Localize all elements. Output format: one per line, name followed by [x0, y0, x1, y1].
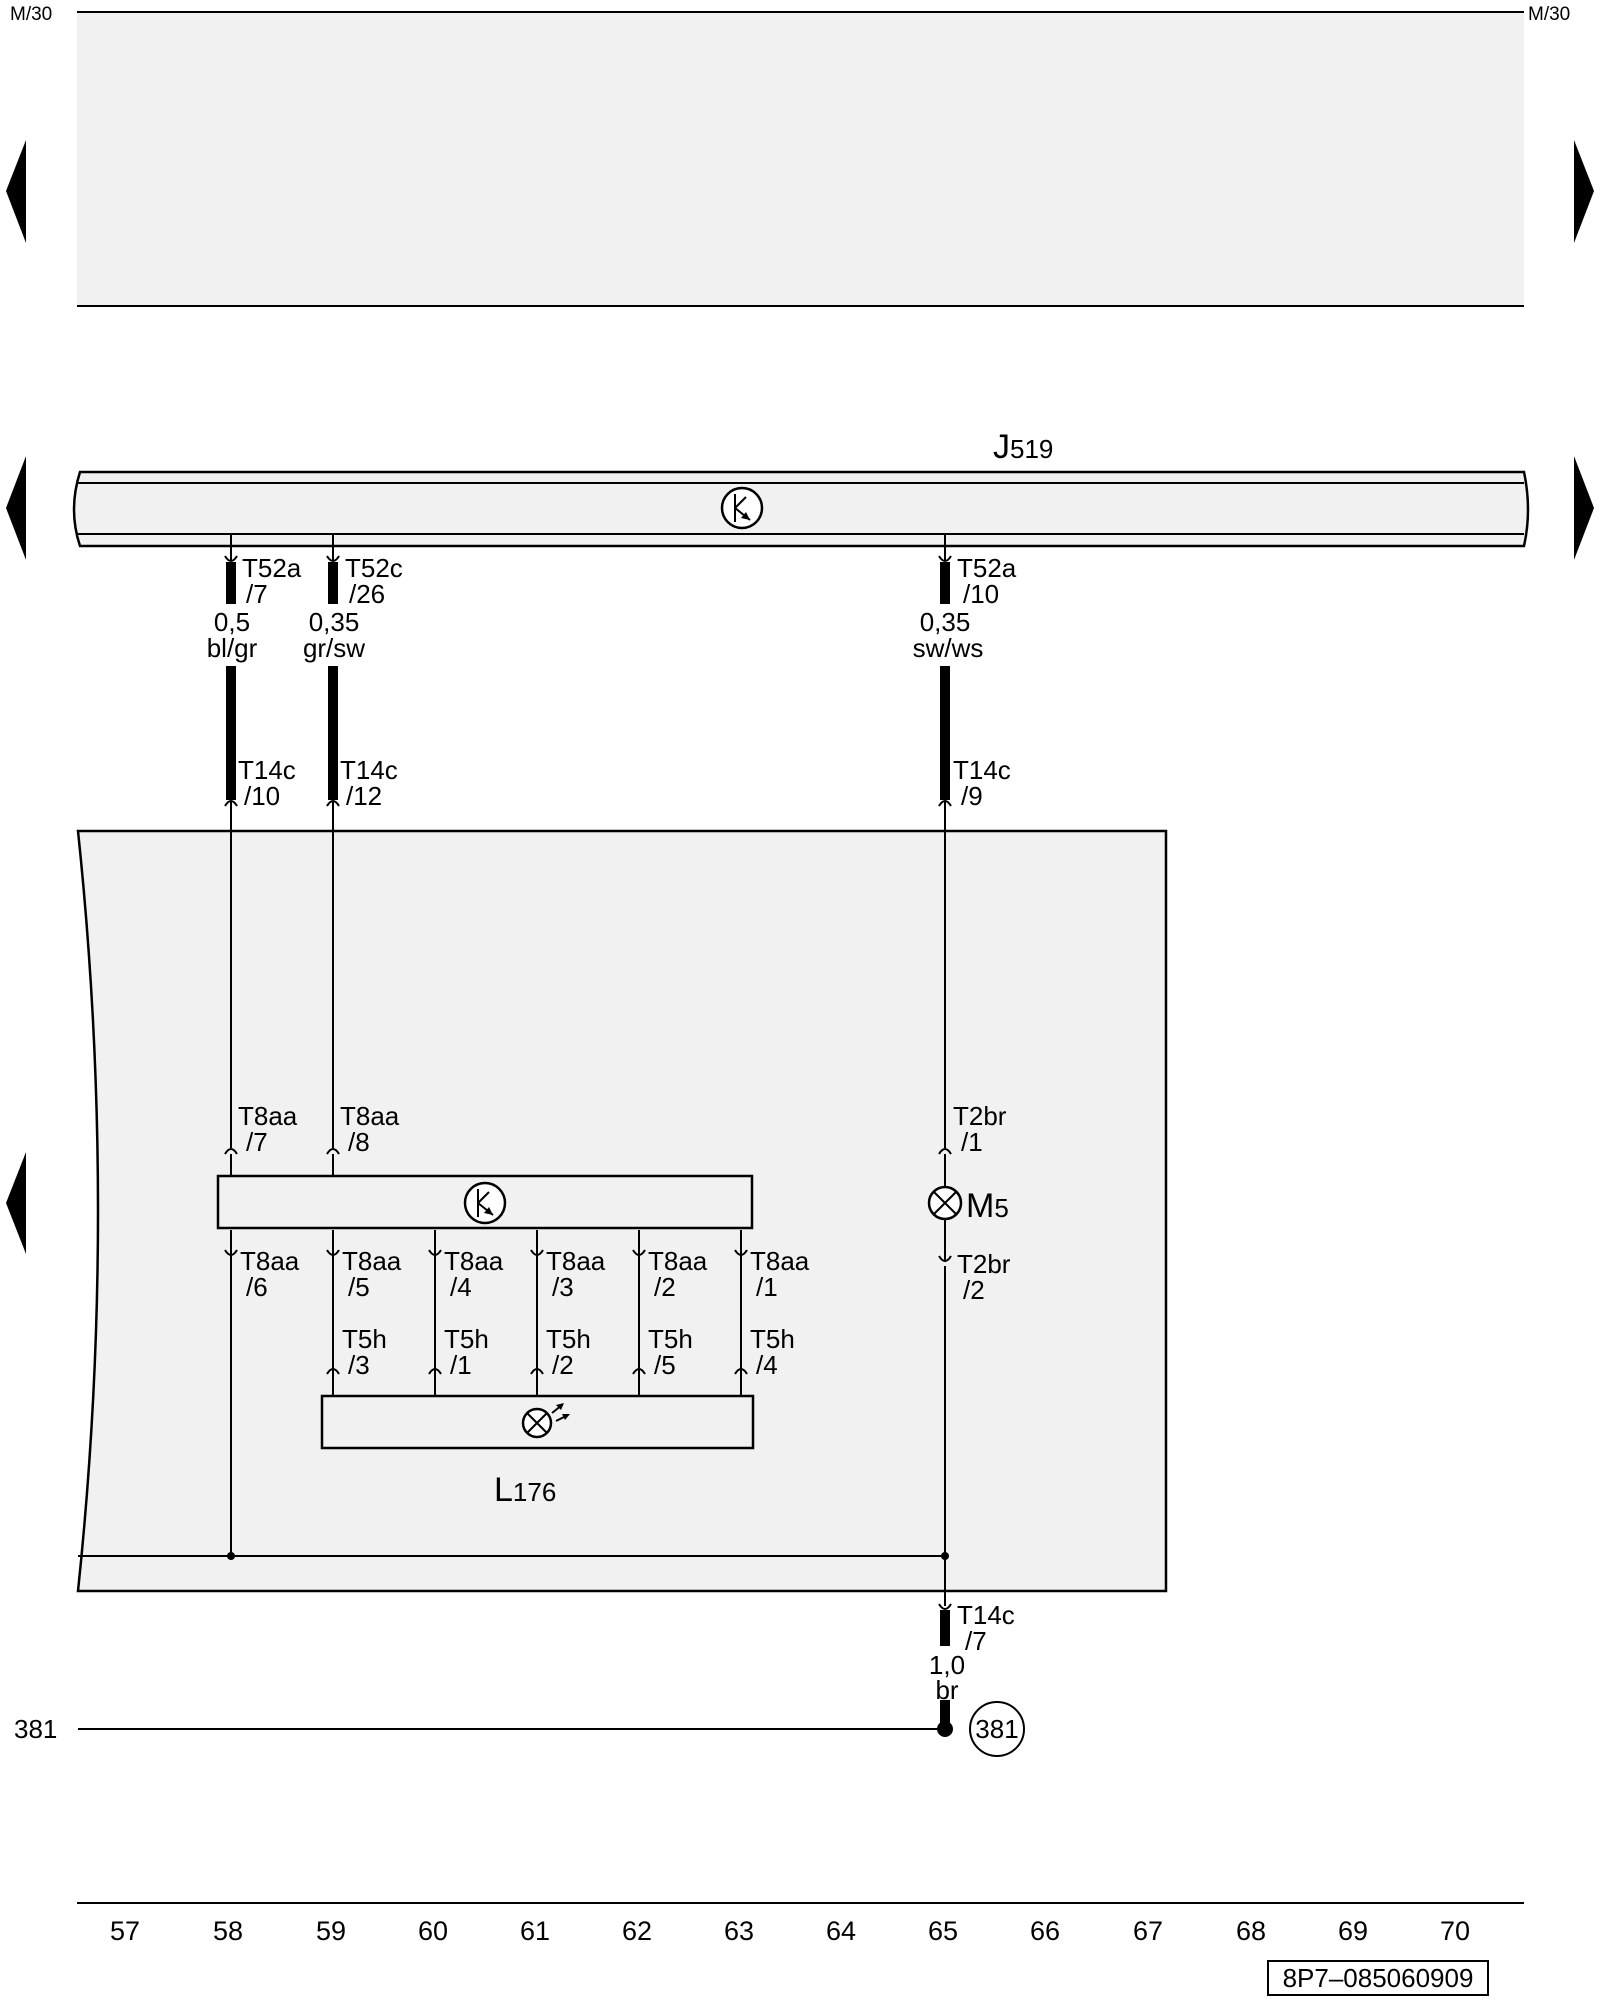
corner-label-left: M/30 — [10, 4, 52, 25]
nav-arrow-left-mid[interactable] — [6, 456, 26, 560]
module-bottom-pin-5-pin: /2 — [654, 1272, 676, 1302]
wire-58-size: 0,5 — [214, 607, 250, 637]
bulb-m5-icon — [927, 1185, 963, 1221]
wire-58-top-pin: /7 — [246, 579, 268, 609]
nav-arrow-right-mid[interactable] — [1574, 456, 1594, 560]
column-number: 65 — [928, 1916, 958, 1946]
ground-wire-size: 1,0 — [929, 1650, 965, 1680]
wire-59-bottom-pin: /12 — [346, 781, 382, 811]
lamp-pin-5-conn: T5h — [750, 1324, 795, 1354]
wire-65-color: sw/ws — [913, 633, 984, 663]
wire-65-top-conn: T52a — [957, 553, 1017, 583]
wire-58-bottom-pin: /10 — [244, 781, 280, 811]
electronic-symbol-icon — [463, 1181, 507, 1225]
lamp-pin-2-conn: T5h — [444, 1324, 489, 1354]
wire-58 — [224, 534, 238, 1556]
control-unit-j519: J519 — [72, 428, 1530, 548]
lamp-pin-1-pin: /3 — [348, 1350, 370, 1380]
module-bottom-pin-3-conn: T8aa — [444, 1246, 504, 1276]
module-top-pin-1-conn: T8aa — [238, 1101, 298, 1131]
wire-59 — [326, 534, 340, 1176]
wire-59-size: 0,35 — [309, 607, 360, 637]
m5-pin-2-pin: /2 — [963, 1275, 985, 1305]
column-number: 67 — [1133, 1916, 1163, 1946]
electronic-module — [216, 1174, 754, 1230]
wire-65-bottom-pin: /9 — [961, 781, 983, 811]
module-bottom-pin-3-pin: /4 — [450, 1272, 472, 1302]
corner-label-right: M/30 — [1528, 4, 1570, 25]
ground-wire — [78, 1610, 953, 1737]
lamp-pin-3-conn: T5h — [546, 1324, 591, 1354]
module-bottom-pin-1-pin: /6 — [246, 1272, 268, 1302]
lamp-pin-4-pin: /5 — [654, 1350, 676, 1380]
column-number: 68 — [1236, 1916, 1266, 1946]
m5-pin-1-conn: T2br — [953, 1101, 1007, 1131]
module-top-pin-2-pin: /8 — [348, 1127, 370, 1157]
lamp-pin-2-pin: /1 — [450, 1350, 472, 1380]
lamp-pin-3-pin: /2 — [552, 1350, 574, 1380]
module-bottom-pin-2-pin: /5 — [348, 1272, 370, 1302]
nav-arrow-left-top[interactable] — [6, 140, 26, 243]
column-number: 66 — [1030, 1916, 1060, 1946]
module-bottom-pin-1-conn: T8aa — [240, 1246, 300, 1276]
nav-arrow-left-low[interactable] — [6, 1152, 26, 1254]
module-bottom-pin-5-conn: T8aa — [648, 1246, 708, 1276]
module-bottom-pin-6-pin: /1 — [756, 1272, 778, 1302]
lamp-pin-1-conn: T5h — [342, 1324, 387, 1354]
document-code-box: 8P7–085060909 — [1267, 1960, 1489, 1996]
module-bottom-pin-4-conn: T8aa — [546, 1246, 606, 1276]
module-top-pin-1-pin: /7 — [246, 1127, 268, 1157]
m5-label: M5 — [966, 1187, 1009, 1225]
lamp-pin-5-pin: /4 — [756, 1350, 778, 1380]
module-top-pin-2-conn: T8aa — [340, 1101, 400, 1131]
column-number: 61 — [520, 1916, 550, 1946]
column-number: 64 — [826, 1916, 856, 1946]
lamp-l176 — [320, 1394, 755, 1450]
module-bottom-pin-4-pin: /3 — [552, 1272, 574, 1302]
column-number: 63 — [724, 1916, 754, 1946]
internal-ground-bus — [78, 1552, 949, 1560]
column-number: 69 — [1338, 1916, 1368, 1946]
ground-left-label: 381 — [14, 1714, 57, 1744]
wire-65-size: 0,35 — [920, 607, 971, 637]
column-number: 70 — [1440, 1916, 1470, 1946]
column-number: 58 — [213, 1916, 243, 1946]
column-number: 60 — [418, 1916, 448, 1946]
wire-59-top-conn: T52c — [345, 553, 403, 583]
l176-label: L176 — [494, 1471, 556, 1509]
electronic-symbol-icon — [720, 486, 764, 530]
j519-label: J519 — [993, 428, 1053, 466]
wire-59-bottom-conn: T14c — [340, 755, 398, 785]
wire-65-bottom-conn: T14c — [953, 755, 1011, 785]
module-bottom-wires — [326, 1230, 748, 1396]
document-code: 8P7–085060909 — [1283, 1963, 1474, 1993]
wire-58-top-conn: T52a — [242, 553, 302, 583]
column-number: 57 — [110, 1916, 140, 1946]
wire-59-top-pin: /26 — [349, 579, 385, 609]
ground-point-381: 381 — [969, 1701, 1025, 1757]
m5-pin-1-pin: /1 — [961, 1127, 983, 1157]
wire-65-top-pin: /10 — [963, 579, 999, 609]
ground-wire-conn: T14c — [957, 1600, 1015, 1630]
svg-text:381: 381 — [975, 1714, 1018, 1744]
wire-58-bottom-conn: T14c — [238, 755, 296, 785]
nav-arrow-right-top[interactable] — [1574, 140, 1594, 243]
column-ruler: 57 58 59 60 61 62 63 64 65 66 67 68 69 7… — [110, 1916, 1470, 1946]
wire-58-color: bl/gr — [207, 633, 258, 663]
wire-59-color: gr/sw — [303, 633, 365, 663]
top-panel — [77, 12, 1524, 306]
lamp-pin-4-conn: T5h — [648, 1324, 693, 1354]
module-bottom-pin-6-conn: T8aa — [750, 1246, 810, 1276]
column-number: 62 — [622, 1916, 652, 1946]
module-bottom-pin-2-conn: T8aa — [342, 1246, 402, 1276]
column-number: 59 — [316, 1916, 346, 1946]
lamp-icon — [521, 1403, 570, 1439]
ground-wire-color: br — [935, 1675, 958, 1705]
wire-65 — [938, 534, 952, 1610]
ground-wire-pin: /7 — [965, 1626, 987, 1656]
m5-pin-2-conn: T2br — [957, 1249, 1011, 1279]
